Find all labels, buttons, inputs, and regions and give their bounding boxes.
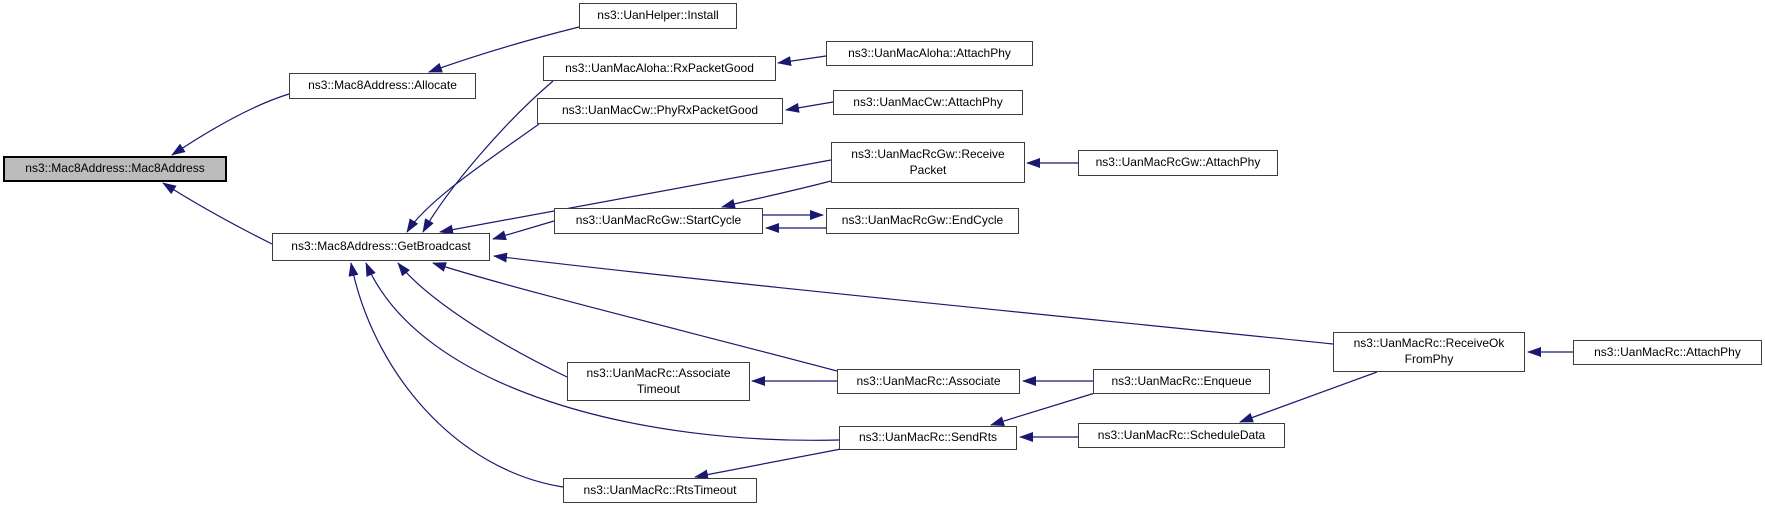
edge-getbroadcast-to-mac8address	[162, 182, 273, 245]
edge-sendrts-to-rtstimeout	[694, 448, 842, 480]
node-uanmacrc-enqueue[interactable]: ns3::UanMacRc::Enqueue	[1093, 369, 1270, 394]
edge-receiveokfromphy-to-scheduledata	[1239, 371, 1378, 423]
edge-associatetimeout-to-getbroadcast	[397, 262, 568, 378]
node-uanmacrcgw-receivepacket[interactable]: ns3::UanMacRcGw::Receive Packet	[831, 142, 1025, 183]
edge-rtstimeout-to-getbroadcast	[348, 262, 564, 488]
node-uanmacaloha-rxpacketgood[interactable]: ns3::UanMacAloha::RxPacketGood	[543, 56, 776, 81]
node-uanmacrcgw-endcycle[interactable]: ns3::UanMacRcGw::EndCycle	[826, 208, 1019, 234]
node-mac8address-allocate[interactable]: ns3::Mac8Address::Allocate	[289, 73, 476, 99]
edge-install-to-allocate	[428, 26, 580, 73]
edge-aloha-attachphy-to-rxpacketgood	[777, 55, 827, 67]
node-uanmacrc-receiveokfromphy[interactable]: ns3::UanMacRc::ReceiveOk FromPhy	[1333, 332, 1525, 372]
node-mac8address-mac8address[interactable]: ns3::Mac8Address::Mac8Address	[3, 156, 227, 182]
edge-cw-attachphy-to-phyrxpacketgood	[785, 101, 834, 113]
node-uanmaccw-attachphy[interactable]: ns3::UanMacCw::AttachPhy	[833, 90, 1023, 115]
node-uanmacrc-associatetimeout[interactable]: ns3::UanMacRc::Associate Timeout	[567, 362, 750, 401]
edge-associate-to-getbroadcast	[432, 262, 838, 372]
node-uanmacrcgw-attachphy[interactable]: ns3::UanMacRcGw::AttachPhy	[1078, 150, 1278, 176]
node-uanmacrc-sendrts[interactable]: ns3::UanMacRc::SendRts	[839, 426, 1017, 450]
node-uanhelper-install[interactable]: ns3::UanHelper::Install	[579, 3, 737, 29]
node-uanmacrc-scheduledata[interactable]: ns3::UanMacRc::ScheduleData	[1078, 423, 1285, 448]
node-uanmacrc-rtstimeout[interactable]: ns3::UanMacRc::RtsTimeout	[563, 478, 757, 503]
node-uanmacrc-associate[interactable]: ns3::UanMacRc::Associate	[837, 369, 1020, 394]
node-uanmacrc-attachphy[interactable]: ns3::UanMacRc::AttachPhy	[1573, 340, 1762, 365]
edge-receiveokfromphy-to-getbroadcast	[493, 252, 1334, 345]
edge-rxpacketgood-to-getbroadcast	[422, 80, 554, 233]
edge-receivepacket-to-getbroadcast	[439, 159, 832, 235]
node-uanmacrcgw-startcycle[interactable]: ns3::UanMacRcGw::StartCycle	[554, 208, 763, 234]
edge-allocate-to-mac8address	[171, 93, 290, 156]
node-uanmaccw-phyrxpacketgood[interactable]: ns3::UanMacCw::PhyRxPacketGood	[537, 98, 783, 124]
edge-startcycle-to-getbroadcast	[492, 220, 555, 241]
edge-sendrts-to-getbroadcast	[365, 262, 840, 441]
edge-receivepacket-to-startcycle	[721, 180, 832, 209]
edge-phyrxpacketgood-to-getbroadcast	[406, 123, 540, 233]
edge-enqueue-to-sendrts	[990, 392, 1096, 426]
node-uanmacaloha-attachphy[interactable]: ns3::UanMacAloha::AttachPhy	[826, 41, 1033, 66]
node-mac8address-getbroadcast[interactable]: ns3::Mac8Address::GetBroadcast	[272, 233, 490, 261]
